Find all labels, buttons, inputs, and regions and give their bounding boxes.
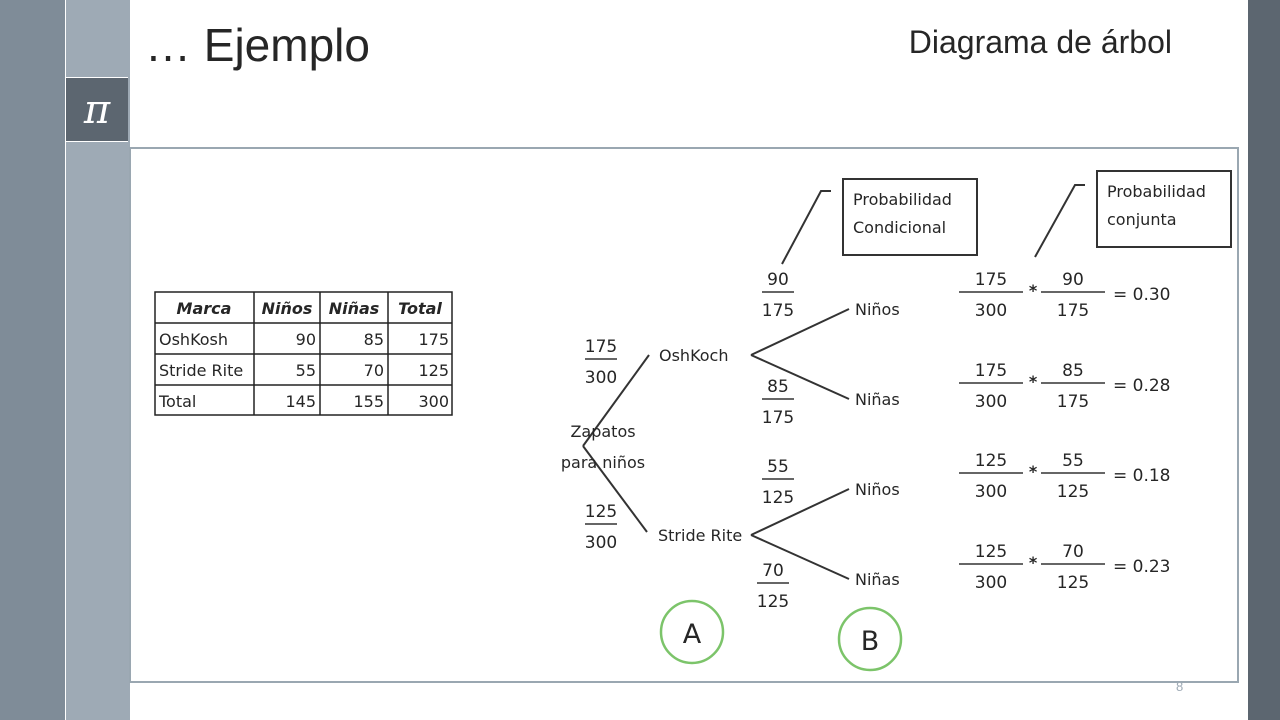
callout-conditional-line2: Condicional [853, 218, 946, 237]
tree-root-line1: Zapatos [570, 422, 635, 441]
right-sidebar-bar [1248, 0, 1280, 720]
joint-row-1: 175 300 * 90 175 = 0.30 [959, 270, 1171, 321]
joint3-n1: 125 [975, 451, 1007, 471]
joint-row-4: 125 300 * 70 125 = 0.23 [959, 542, 1171, 593]
table-cell: 300 [418, 392, 449, 411]
joint4-n1: 125 [975, 542, 1007, 562]
joint2-d1: 300 [975, 392, 1007, 412]
table-header-ninos: Niños [262, 299, 313, 318]
joint4-result: = 0.23 [1113, 557, 1171, 577]
table-cell: 125 [418, 361, 449, 380]
table-header-marca: Marca [177, 299, 232, 318]
callout-conditional-line1: Probabilidad [853, 190, 952, 209]
joint1-d1: 300 [975, 301, 1007, 321]
joint-row-2: 175 300 * 85 175 = 0.28 [959, 361, 1171, 412]
leaf-ninos-2: Niños [855, 480, 900, 499]
table-cell: 70 [364, 361, 384, 380]
edge-root-striderite [582, 445, 648, 533]
table-header-total: Total [398, 299, 442, 318]
joint2-operator: * [1029, 372, 1038, 391]
leaf-ninos-1: Niños [855, 300, 900, 319]
joint-row-3: 125 300 * 55 125 = 0.18 [959, 451, 1171, 502]
branch2-numerator: 125 [585, 502, 617, 522]
joint2-d2: 175 [1057, 392, 1089, 412]
joint1-operator: * [1029, 281, 1038, 300]
joint2-n2: 85 [1062, 361, 1084, 381]
leaf3-denominator: 125 [762, 488, 794, 508]
joint4-operator: * [1029, 553, 1038, 572]
edge-striderite-ninas [750, 534, 850, 580]
leaf4-numerator: 70 [762, 561, 784, 581]
leaf1-denominator: 175 [762, 301, 794, 321]
joint1-n2: 90 [1062, 270, 1084, 290]
joint3-result: = 0.18 [1113, 466, 1171, 486]
node-oshkosh: OshKoch [659, 346, 729, 365]
circle-b-label: B [861, 626, 880, 657]
circle-b [837, 606, 903, 672]
joint2-result: = 0.28 [1113, 376, 1171, 396]
pi-symbol: π [83, 86, 111, 133]
joint3-d2: 125 [1057, 482, 1089, 502]
page-number: 8 [1176, 679, 1184, 694]
branch2-denominator: 300 [585, 533, 617, 553]
joint2-n1: 175 [975, 361, 1007, 381]
table-cell: OshKosh [159, 330, 228, 349]
tree-edges [582, 308, 850, 580]
left-sidebar-bar [0, 0, 65, 720]
callout-joint-line2: conjunta [1107, 210, 1177, 229]
slide-subtitle: Diagrama de árbol [908, 24, 1172, 60]
leaf4-denominator: 125 [757, 592, 789, 612]
leaf-ninas-1: Niñas [855, 390, 900, 409]
edge-oshkosh-ninos [750, 308, 850, 356]
callout-joint [1034, 170, 1232, 258]
circle-a-label: A [683, 619, 702, 650]
callout-joint-line1: Probabilidad [1107, 182, 1206, 201]
tree-root-line2: para niños [561, 453, 645, 472]
table-header-ninas: Niñas [329, 299, 380, 318]
edge-oshkosh-ninas [750, 354, 850, 400]
joint3-n2: 55 [1062, 451, 1084, 471]
branch1-numerator: 175 [585, 337, 617, 357]
table-cell: 175 [418, 330, 449, 349]
table-cell: 145 [285, 392, 316, 411]
table-cell: Stride Rite [159, 361, 243, 380]
leaf1-numerator: 90 [767, 270, 789, 290]
brand-gender-table [154, 291, 453, 416]
joint4-d2: 125 [1057, 573, 1089, 593]
joint1-n1: 175 [975, 270, 1007, 290]
edge-striderite-ninos [750, 488, 850, 536]
leaf2-numerator: 85 [767, 377, 789, 397]
callout-conditional [781, 178, 978, 265]
table-cell: 155 [353, 392, 384, 411]
leaf-ninas-2: Niñas [855, 570, 900, 589]
leaf2-denominator: 175 [762, 408, 794, 428]
joint4-d1: 300 [975, 573, 1007, 593]
table-cell: 85 [364, 330, 384, 349]
branch1-denominator: 300 [585, 368, 617, 388]
table-cell: 90 [296, 330, 316, 349]
joint3-operator: * [1029, 462, 1038, 481]
node-striderite: Stride Rite [658, 526, 742, 545]
joint4-n2: 70 [1062, 542, 1084, 562]
circle-a [659, 599, 725, 665]
joint3-d1: 300 [975, 482, 1007, 502]
joint1-result: = 0.30 [1113, 285, 1171, 305]
slide-title: … Ejemplo [145, 19, 370, 71]
leaf3-numerator: 55 [767, 457, 789, 477]
pi-symbol-box: π [66, 77, 128, 142]
tree-diagram-figure: Marca Niños Niñas Total OshKosh 90 85 17… [129, 147, 1239, 683]
table-cell: 55 [296, 361, 316, 380]
edge-root-oshkosh [582, 354, 650, 447]
table-cell: Total [158, 392, 196, 411]
tree-diagram-svg: Marca Niños Niñas Total OshKosh 90 85 17… [154, 170, 1232, 672]
joint1-d2: 175 [1057, 301, 1089, 321]
